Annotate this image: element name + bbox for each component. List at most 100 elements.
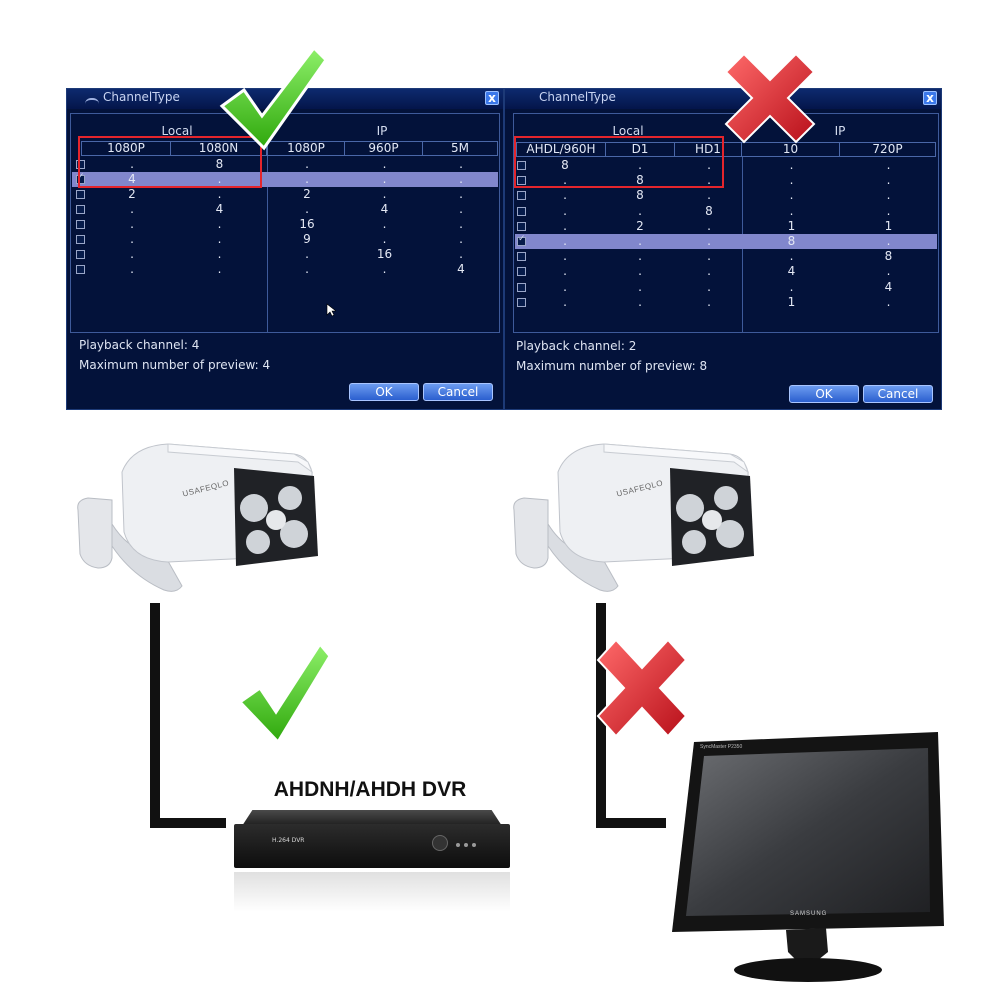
table-cell: . [789,249,794,264]
table-cell: . [789,158,794,172]
dvr-label: H.264 DVR [272,837,305,844]
table-cell: . [563,218,567,233]
table-row[interactable]: ...16. [72,247,498,262]
cable-left-vertical [150,603,160,828]
table-cell: . [382,172,387,186]
column-header[interactable]: 5M [422,141,498,156]
row-checkbox[interactable] [517,191,526,201]
row-checkbox[interactable] [76,235,85,244]
table-cell: . [563,203,567,218]
table-row[interactable]: ..8.. [515,204,937,219]
table-cell: . [789,173,794,188]
table-cell: . [382,157,387,171]
row-checkbox[interactable] [517,267,526,277]
table-cell: 2 [303,187,311,201]
table-cell: . [789,279,794,294]
table-cell: . [563,249,567,264]
table-row[interactable]: ...1. [515,295,937,310]
table-cell: . [563,188,567,203]
table-cell: . [382,187,387,201]
table-cell: 8 [705,203,713,218]
table-cell: 8 [884,249,893,264]
close-icon[interactable]: x [485,91,499,105]
row-checkbox[interactable] [517,176,526,186]
row-checkbox[interactable] [517,282,526,292]
ok-button[interactable]: OK [789,385,859,403]
table-cell: . [707,218,711,233]
column-header[interactable]: 960P [344,141,423,156]
table-row[interactable]: ..9.. [72,232,498,247]
row-checkbox[interactable] [76,160,85,169]
cross-mark-icon [596,638,688,738]
row-checkbox[interactable] [517,234,526,246]
table-cell: 4 [457,262,465,276]
table-row[interactable]: 2.2.. [72,187,498,202]
table-cell: . [130,157,134,171]
table-cell: . [382,262,387,276]
table-row[interactable]: ....8 [515,249,937,264]
table-row[interactable]: ....4 [515,280,937,295]
table-cell: . [638,249,642,264]
column-header[interactable]: 1080N [170,141,267,156]
table-row[interactable]: .8... [515,173,937,188]
table-cell: . [886,294,891,309]
table-cell: . [707,234,711,248]
table-row[interactable]: ..16.. [72,217,498,232]
cancel-button[interactable]: Cancel [863,385,933,403]
playback-channel-text: Playback channel: 4 [79,338,200,352]
channel-table-panel: Local IP 1080P 1080N 1080P 960P 5M .8...… [70,113,500,333]
row-checkbox[interactable] [517,252,526,262]
led-icon [464,843,468,847]
row-checkbox[interactable] [76,205,85,214]
table-row[interactable]: ...4. [515,264,937,279]
table-cell: . [563,234,567,248]
bullet-camera-right [513,443,754,592]
row-checkbox[interactable] [76,172,85,184]
monitor-brand-label: SAMSUNG [790,911,828,917]
table-row[interactable]: ....4 [72,262,498,277]
row-checkbox[interactable] [517,161,526,170]
table-cell: . [459,187,463,201]
table-cell: 8 [636,188,644,203]
table-row[interactable]: .4.4. [72,202,498,217]
table-cell: 8 [561,158,569,172]
check-mark-icon [237,641,332,745]
mouse-cursor-icon [326,303,336,317]
table-cell: . [886,264,891,279]
row-checkbox[interactable] [76,250,85,259]
table-row[interactable]: .8... [72,157,498,172]
table-cell: 1 [787,218,796,233]
dialog-title: ChannelType [539,90,616,104]
table-cell: . [638,294,642,309]
monitor [672,732,944,982]
table-cell: 8 [636,173,644,188]
table-cell: . [638,158,642,172]
dvr-top-panel [242,810,502,826]
row-checkbox[interactable] [76,220,85,229]
row-checkbox[interactable] [76,265,85,274]
power-button-icon [432,835,448,851]
group-divider [267,156,268,332]
table-cell: . [130,247,134,261]
table-cell: . [459,247,463,261]
led-icon [472,843,476,847]
row-checkbox[interactable] [517,221,526,231]
row-checkbox[interactable] [76,190,85,199]
title-logo-icon [85,98,99,104]
table-row[interactable]: 8.... [515,158,937,173]
row-checkbox[interactable] [517,297,526,307]
cancel-button[interactable]: Cancel [423,383,493,401]
highlight-local-columns [514,136,724,188]
table-row[interactable]: ...8. [515,234,937,249]
row-checkbox[interactable] [517,206,526,216]
table-cell: . [638,264,642,279]
ok-button[interactable]: OK [349,383,419,401]
table-cell: . [459,157,463,171]
table-cell: . [789,203,794,218]
monitor-model-label: SyncMaster P2350 [700,744,743,750]
table-row[interactable]: .8... [515,188,937,203]
column-header[interactable]: 720P [839,142,936,157]
table-row[interactable]: 4.... [72,172,498,187]
close-icon[interactable]: x [923,91,937,105]
